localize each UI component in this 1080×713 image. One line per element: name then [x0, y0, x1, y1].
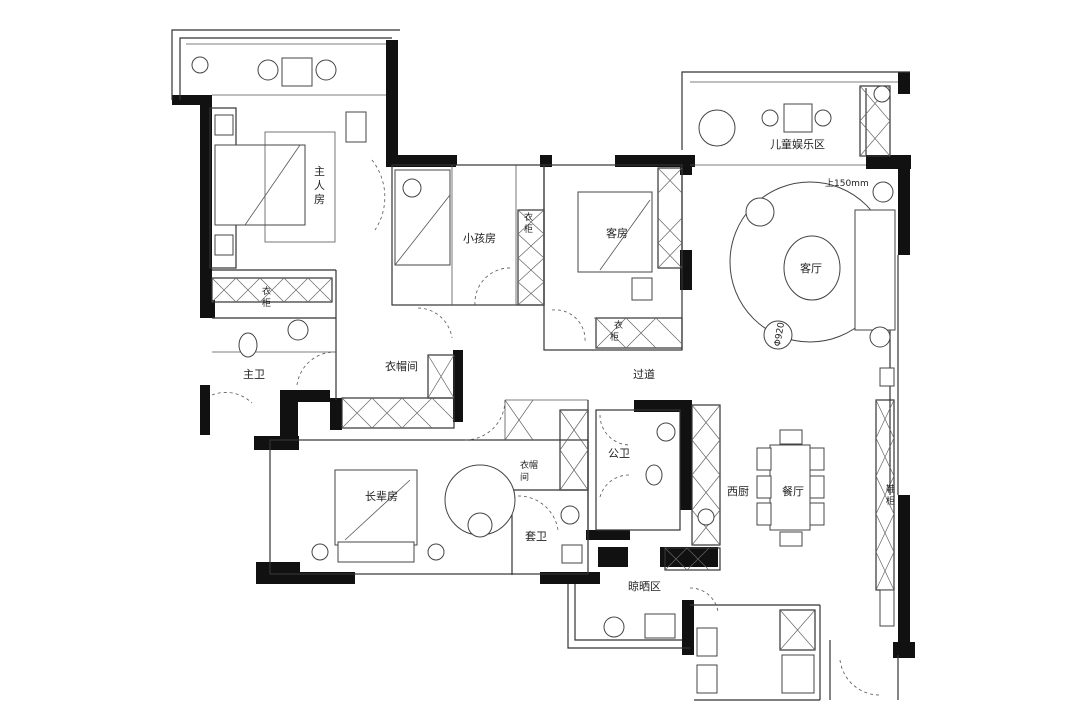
furniture	[191, 56, 896, 694]
wardrobe-label-2a: 衣	[524, 211, 533, 223]
label-dining-room: 餐厅	[782, 484, 804, 498]
label-drying-area: 晾晒区	[628, 579, 661, 593]
shoe-cabinet-a: 鞋	[886, 483, 895, 495]
label-public-bath: 公卫	[608, 447, 630, 460]
door-swings	[211, 159, 881, 696]
diameter-note: Φ920	[773, 321, 787, 347]
label-master-bedroom-2: 人	[314, 179, 325, 192]
label-cloakroom: 衣帽间	[385, 359, 418, 373]
annotation-labels: 衣 柜 衣 柜 衣 柜 上150mm 鞋 柜 Φ920	[262, 178, 895, 507]
interior-walls	[171, 29, 910, 701]
label-corridor: 过道	[633, 367, 655, 381]
wardrobe-label-3b: 柜	[610, 331, 619, 343]
wardrobe-label-2b: 柜	[524, 223, 533, 235]
label-elder-cloakroom-b: 间	[520, 471, 529, 483]
wardrobe-hatches	[211, 85, 895, 651]
wardrobe-label-3a: 衣	[614, 319, 623, 331]
wardrobe-label-1b: 柜	[262, 297, 271, 309]
height-note: 上150mm	[825, 178, 869, 189]
label-elder-room: 长辈房	[365, 489, 398, 503]
label-living-room: 客厅	[800, 261, 822, 275]
label-kids-room: 小孩房	[463, 232, 496, 245]
shoe-cabinet-b: 柜	[886, 495, 895, 507]
label-master-bedroom-1: 主	[314, 165, 325, 178]
label-west-kitchen: 西厨	[727, 485, 749, 498]
label-kids-play-area: 儿童娱乐区	[770, 137, 825, 151]
label-master-bath: 主卫	[243, 368, 265, 381]
wardrobe-label-1a: 衣	[262, 285, 271, 297]
room-labels: 主 人 房 小孩房 客房 儿童娱乐区 客厅 主卫 衣帽间 过道 长辈房 衣帽 间…	[243, 137, 825, 593]
walls	[172, 40, 915, 658]
label-guest-room: 客房	[606, 226, 628, 240]
label-master-bedroom-3: 房	[314, 193, 325, 206]
label-elder-cloakroom-a: 衣帽	[520, 459, 538, 471]
label-ensuite-bath: 套卫	[525, 530, 547, 543]
